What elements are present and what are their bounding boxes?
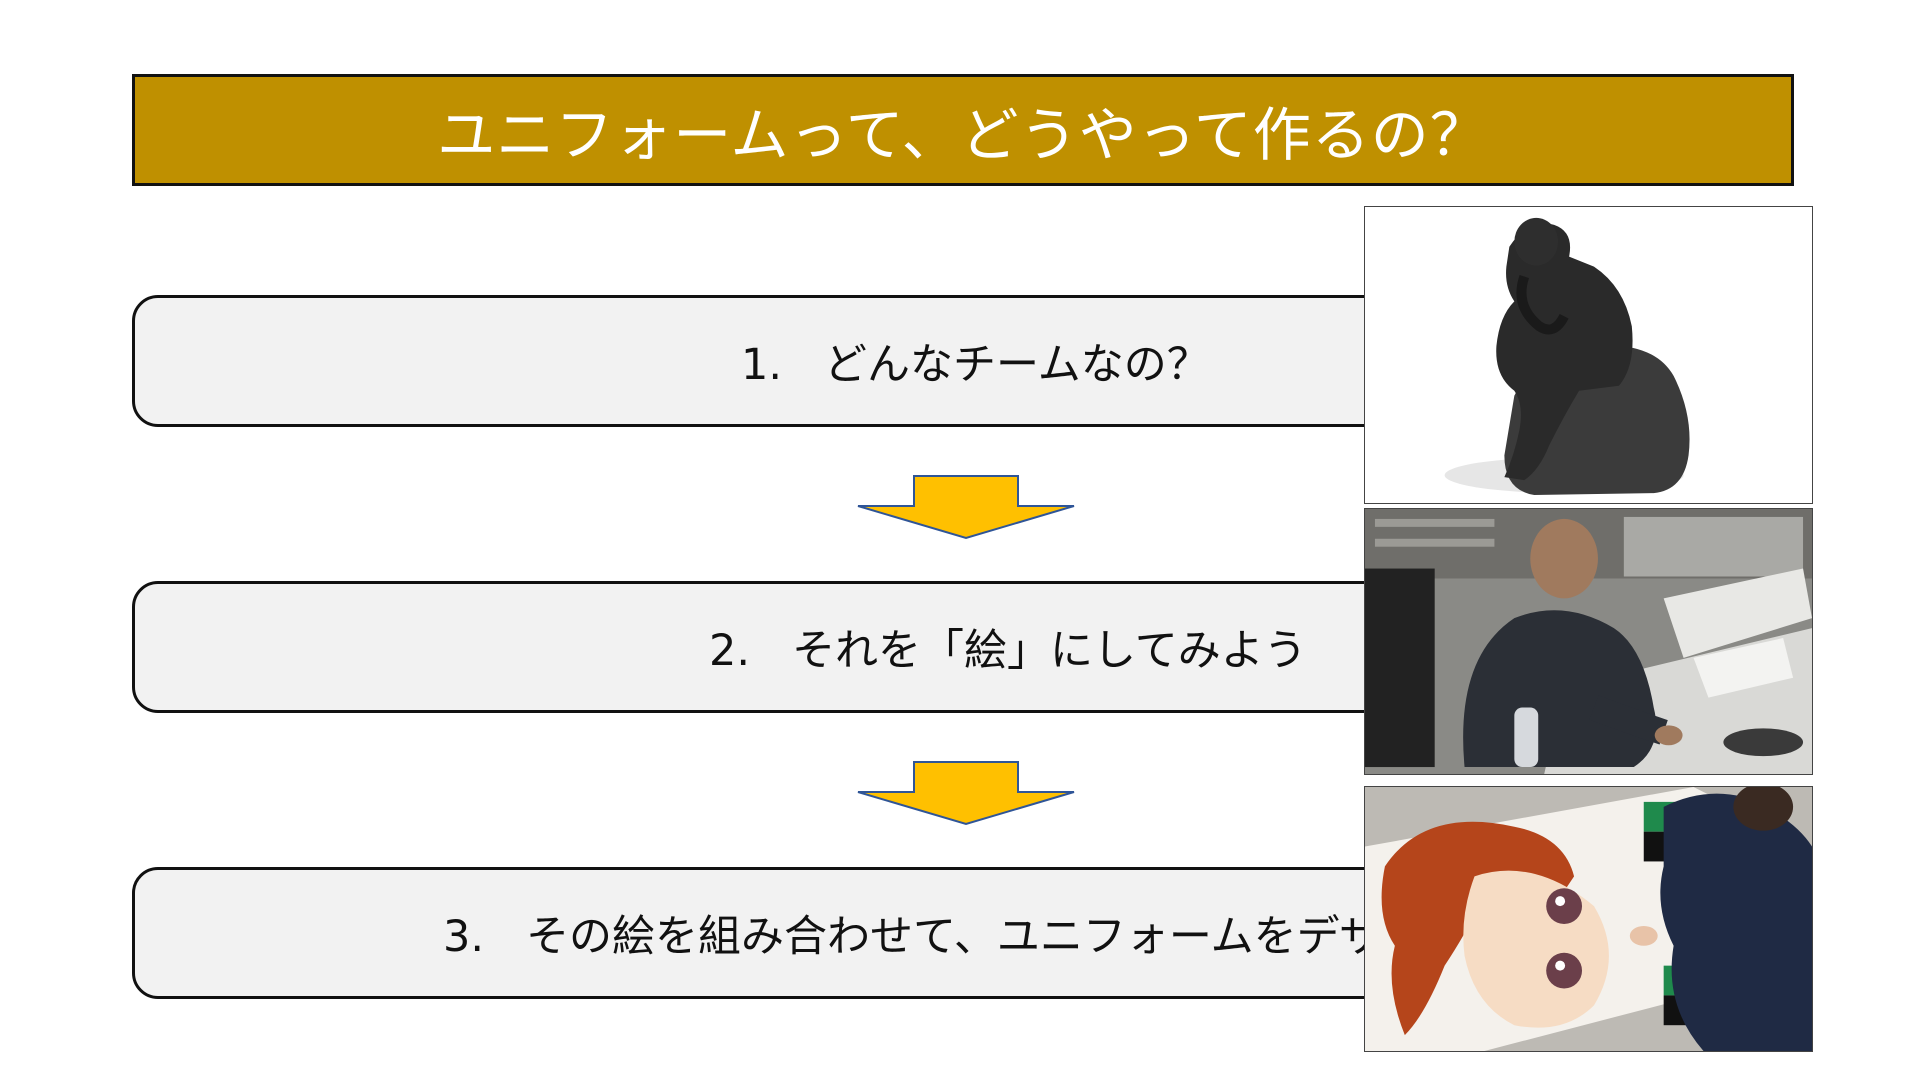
step-number-2: 2. bbox=[709, 626, 750, 676]
step-label-2: 2. それを「絵」にしてみよう bbox=[709, 616, 1307, 678]
anime-character-painting-photo bbox=[1364, 786, 1813, 1052]
title-bar: ユニフォームって、どうやって作るの？ bbox=[132, 74, 1794, 186]
down-arrow-icon-1 bbox=[856, 474, 1076, 540]
step-text-1: どんなチームなの？ bbox=[824, 340, 1210, 390]
man-drawing-photo bbox=[1364, 508, 1813, 775]
step-text-3: その絵を組み合わせて、ユニフォームをデザイン bbox=[526, 912, 1469, 962]
step-label-3: 3. その絵を組み合わせて、ユニフォームをデザイン bbox=[443, 902, 1469, 964]
thinker-statue-photo bbox=[1364, 206, 1813, 504]
step-number-1: 1. bbox=[741, 340, 782, 390]
slide-title: ユニフォームって、どうやって作るの？ bbox=[437, 88, 1489, 172]
step-number-3: 3. bbox=[443, 912, 484, 962]
down-arrow-icon-2 bbox=[856, 760, 1076, 826]
step-label-1: 1. どんなチームなの？ bbox=[741, 330, 1210, 392]
step-text-2: それを「絵」にしてみよう bbox=[792, 626, 1307, 676]
